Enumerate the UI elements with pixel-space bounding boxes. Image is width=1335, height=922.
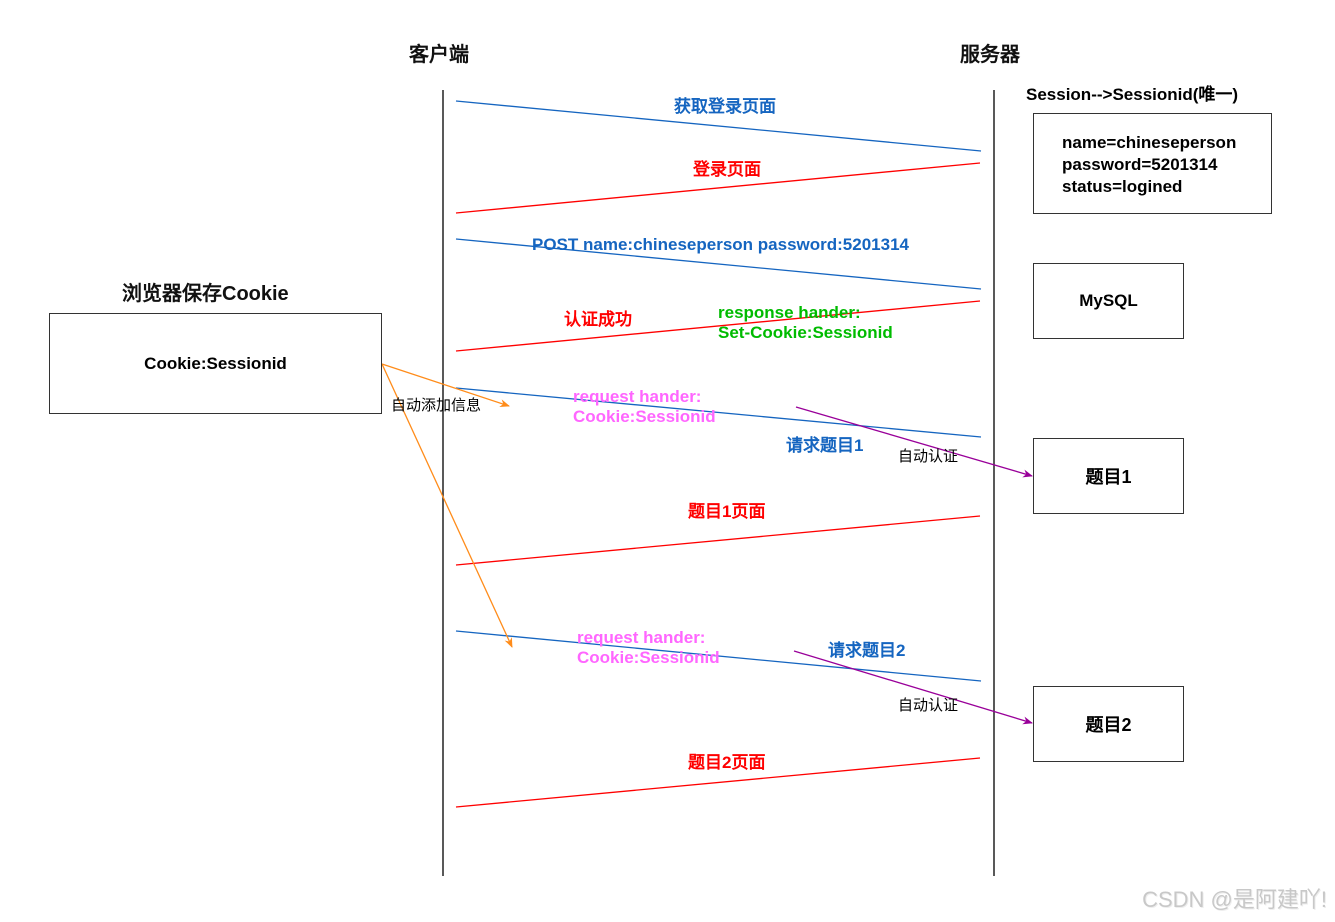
message-label-get-login-page: 获取登录页面 xyxy=(674,97,776,116)
session-title: Session-->Sessionid(唯一) xyxy=(1026,85,1239,104)
message-label-topic2-page: 题目2页面 xyxy=(688,753,766,772)
auto-auth-arrow-2 xyxy=(793,650,1033,725)
server-header: 服务器 xyxy=(960,44,1020,66)
message-line-login-page xyxy=(455,162,981,214)
message-label-post-credentials: POST name:chineseperson password:5201314 xyxy=(532,235,909,254)
session-password-line: password=5201314 xyxy=(1062,155,1218,175)
request-header-1-line-1: request hander: xyxy=(573,387,702,406)
auto-add-arrow-1 xyxy=(381,363,510,407)
topic2-box: 题目2 xyxy=(1033,686,1184,762)
session-name-line: name=chineseperson xyxy=(1062,133,1237,152)
request-header-annotation-1: request hander: Cookie:Sessionid xyxy=(573,387,716,426)
message-line-topic1-page xyxy=(455,515,981,566)
browser-cookie-title: 浏览器保存Cookie xyxy=(122,283,289,305)
topic2-label: 题目2 xyxy=(1085,715,1132,735)
response-header-annotation: response hander: Set-Cookie:Sessionid xyxy=(718,303,893,342)
message-line-topic2-page xyxy=(455,757,981,808)
message-label-auth-success: 认证成功 xyxy=(564,310,632,329)
request-header-2-line-2: Cookie:Sessionid xyxy=(577,647,720,667)
topic1-box: 题目1 xyxy=(1033,438,1184,514)
cookie-box-label: Cookie:Sessionid xyxy=(144,353,287,373)
session-status-line: status=logined xyxy=(1062,177,1183,197)
response-header-line-1: response hander: xyxy=(718,303,861,322)
cookie-box: Cookie:Sessionid xyxy=(49,313,382,414)
auto-auth-label-1: 自动认证 xyxy=(898,448,959,465)
auto-auth-arrow-1 xyxy=(795,406,1033,478)
mysql-box: MySQL xyxy=(1033,263,1184,339)
request-header-annotation-2: request hander: Cookie:Sessionid xyxy=(577,628,720,667)
auto-auth-label-2: 自动认证 xyxy=(898,697,959,714)
message-label-request-topic2: 请求题目2 xyxy=(828,641,906,660)
topic1-label: 题目1 xyxy=(1085,467,1132,487)
client-header: 客户端 xyxy=(409,44,469,66)
message-line-get-login-page xyxy=(455,100,982,152)
message-label-topic1-page: 题目1页面 xyxy=(688,502,766,521)
request-header-2-line-1: request hander: xyxy=(577,628,706,647)
auto-add-info-label: 自动添加信息 xyxy=(391,397,482,414)
session-box: name=chineseperson password=5201314 stat… xyxy=(1033,113,1272,214)
message-line-request-topic2 xyxy=(455,630,982,682)
message-line-post-credentials xyxy=(455,238,982,290)
mysql-label: MySQL xyxy=(1079,291,1138,310)
message-line-request-topic1 xyxy=(455,387,982,438)
watermark: CSDN @是阿建吖! xyxy=(1142,887,1327,912)
request-header-1-line-2: Cookie:Sessionid xyxy=(573,406,716,426)
auto-add-arrow-2 xyxy=(381,363,513,648)
response-header-line-2: Set-Cookie:Sessionid xyxy=(718,322,893,342)
message-line-auth-success xyxy=(455,300,981,352)
message-label-request-topic1: 请求题目1 xyxy=(786,436,864,455)
message-label-login-page: 登录页面 xyxy=(693,160,761,179)
